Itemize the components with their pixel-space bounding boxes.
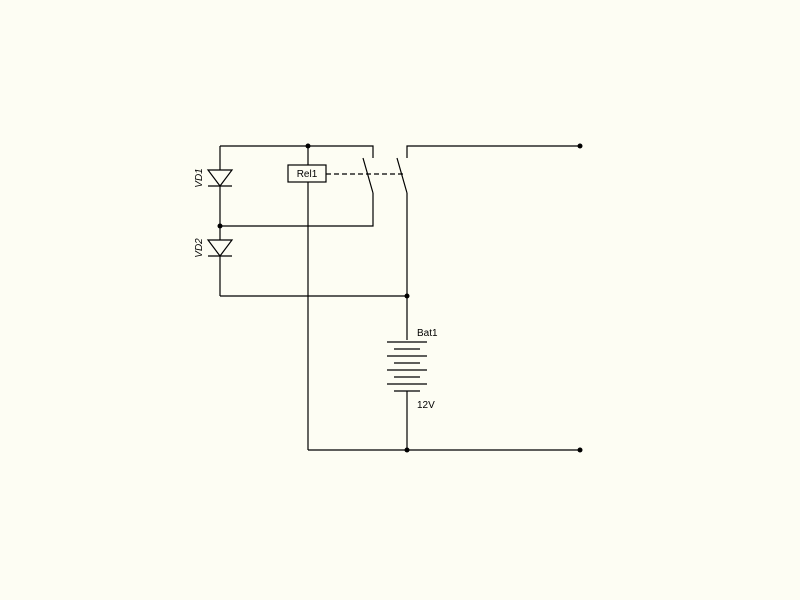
diode-vd2	[206, 239, 234, 257]
terminal-top-right	[577, 143, 583, 149]
label-vd1: VD1	[194, 168, 205, 187]
wire-switch-left-return	[220, 193, 374, 227]
relay-switch-right-blade	[396, 157, 408, 194]
battery-bat1	[387, 341, 427, 392]
relay-coil	[287, 164, 327, 183]
junction-diode-mid	[217, 223, 223, 229]
wire-top-right	[406, 145, 580, 158]
junction-bottom	[404, 447, 410, 453]
label-relay: Rel1	[297, 169, 318, 180]
terminal-bottom-right	[577, 447, 583, 453]
relay-switch-left-blade	[362, 157, 374, 194]
junction-top-coil	[305, 143, 311, 149]
label-battery: Bat1	[417, 328, 438, 339]
label-battery-voltage: 12V	[417, 400, 435, 411]
diode-vd1	[206, 169, 234, 187]
label-vd2: VD2	[194, 238, 205, 258]
junction-battery-top	[404, 293, 410, 299]
wire-top-left	[220, 145, 374, 158]
